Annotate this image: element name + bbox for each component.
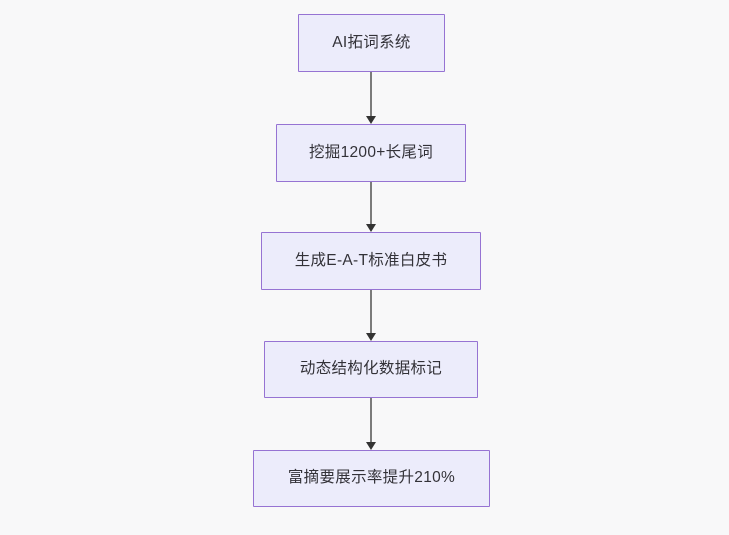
edge-line <box>370 398 372 444</box>
flow-node-generate-eat-whitepaper[interactable]: 生成E-A-T标准白皮书 <box>261 232 481 290</box>
arrowhead-icon <box>366 116 376 124</box>
flow-node-dynamic-structured-data-markup[interactable]: 动态结构化数据标记 <box>264 341 478 398</box>
flow-node-label: AI拓词系统 <box>332 33 411 51</box>
flow-node-rich-snippet-impression-uplift[interactable]: 富摘要展示率提升210% <box>253 450 490 507</box>
arrowhead-icon <box>366 224 376 232</box>
flow-node-label: 挖掘1200+长尾词 <box>308 143 434 161</box>
arrowhead-icon <box>366 333 376 341</box>
edge-line <box>370 182 372 226</box>
flow-node-label: 生成E-A-T标准白皮书 <box>294 251 448 269</box>
flow-node-mine-longtail-keywords[interactable]: 挖掘1200+长尾词 <box>276 124 466 182</box>
arrowhead-icon <box>366 442 376 450</box>
edge-line <box>370 72 372 118</box>
flow-node-ai-keyword-system[interactable]: AI拓词系统 <box>298 14 445 72</box>
flow-node-label: 动态结构化数据标记 <box>299 360 443 378</box>
flow-node-label: 富摘要展示率提升210% <box>287 469 456 487</box>
edge-line <box>370 290 372 335</box>
